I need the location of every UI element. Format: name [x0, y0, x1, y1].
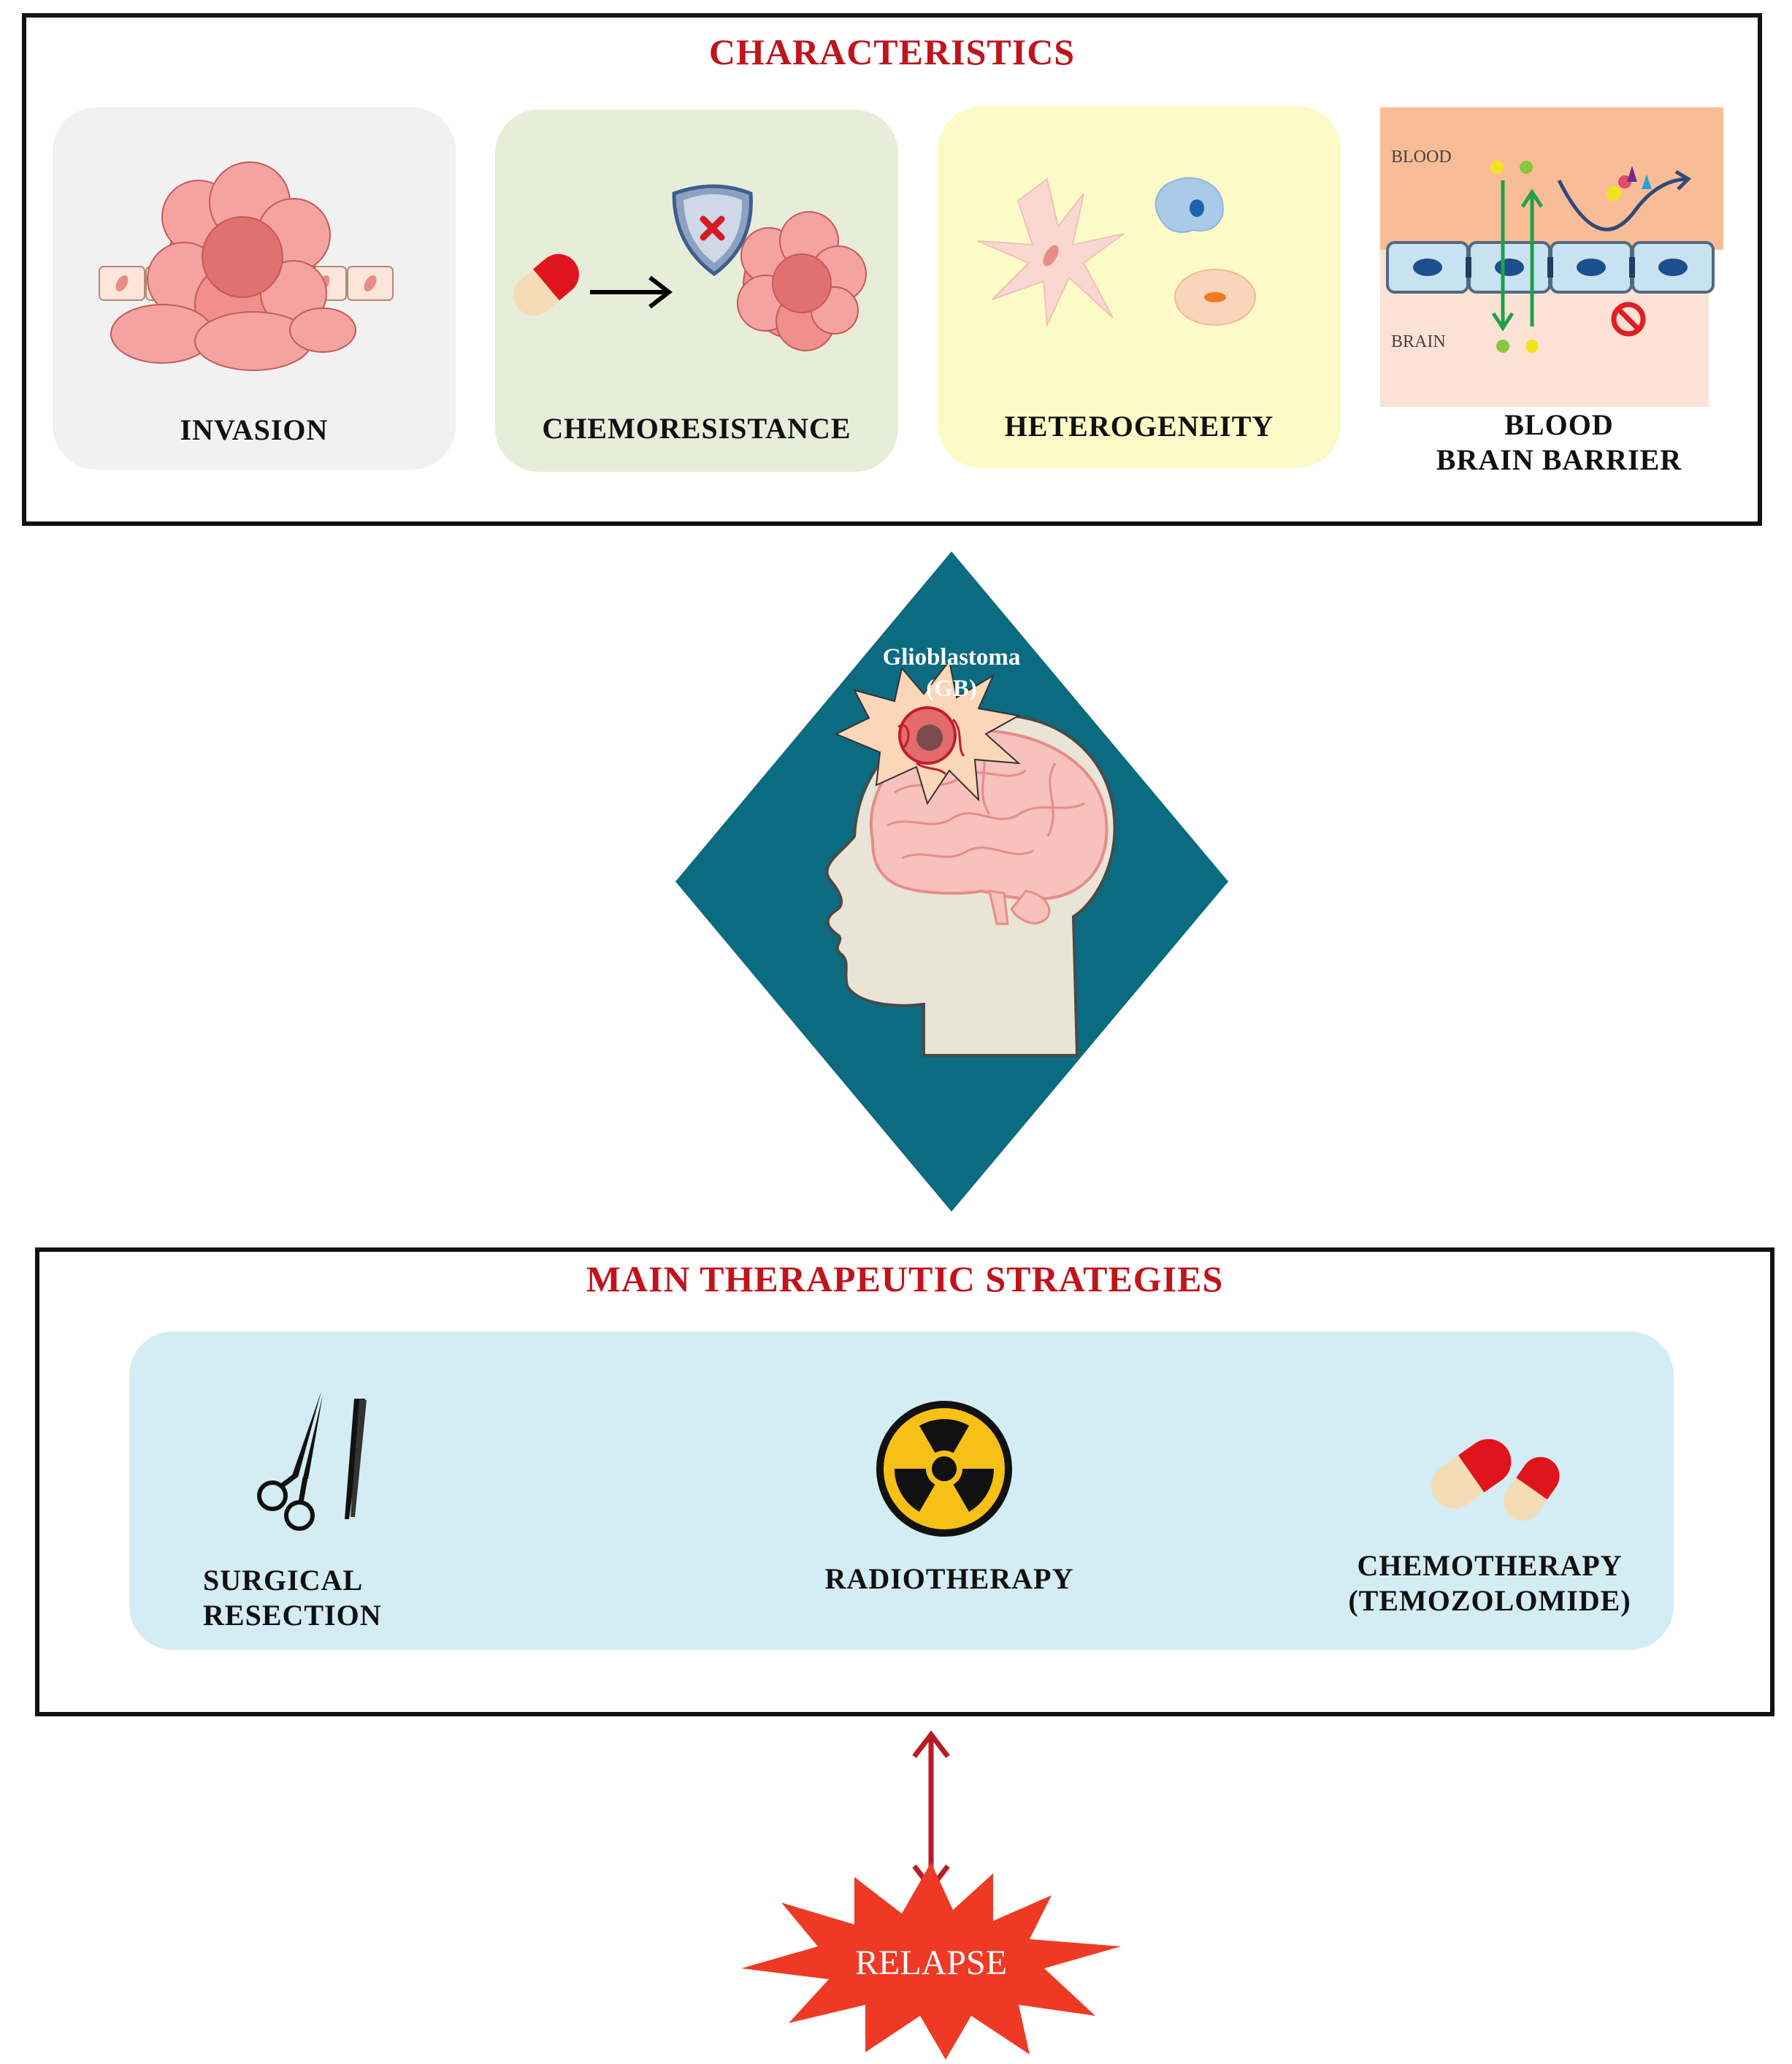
tumor-icon: [737, 211, 867, 351]
tweezers-icon: [345, 1399, 367, 1519]
blue-cell: [1155, 177, 1224, 233]
chemotherapy-label: CHEMOTHERAPY (TEMOZOLOMIDE): [1348, 1549, 1631, 1617]
glioblastoma-title: Glioblastoma: [883, 644, 1021, 670]
arrow-icon: [590, 275, 673, 309]
prohibited-icon: [1611, 302, 1646, 337]
radiation-icon: [876, 1401, 1012, 1537]
surgery-illustration: [257, 1391, 367, 1531]
radiotherapy-label: RADIOTHERAPY: [824, 1562, 1074, 1595]
tumor-mass: [110, 161, 356, 371]
scissors-icon: [257, 1391, 323, 1531]
chemoresistance-illustration: [513, 184, 867, 351]
pill-icon: [513, 253, 579, 316]
strategies-title: MAIN THERAPEUTIC STRATEGIES: [586, 1258, 1224, 1299]
relapse-label: RELAPSE: [855, 1943, 1007, 1982]
blood-label: BLOOD: [1391, 148, 1452, 167]
shield-icon: [672, 184, 753, 277]
glioblastoma-abbrev: (GB): [926, 676, 977, 702]
brain-label: BRAIN: [1391, 332, 1446, 351]
heterogeneity-illustration: [977, 177, 1256, 328]
transport-arrows: [1491, 180, 1544, 332]
invasion-illustration: [99, 161, 394, 371]
bbb-label: BLOOD BRAIN BARRIER: [1436, 408, 1682, 476]
glioblastoma-diamond: Glioblastoma (GB): [675, 551, 1228, 1212]
heterogeneity-label: HETEROGENEITY: [1004, 410, 1274, 443]
chemoresistance-label: CHEMORESISTANCE: [542, 412, 851, 445]
chemotherapy-pills-icon: [1431, 1439, 1560, 1521]
bbb-illustration: BLOOD BRAIN: [1380, 107, 1723, 407]
surgical-resection-label: SURGICAL RESECTION: [203, 1564, 382, 1632]
characteristics-title: CHARACTERISTICS: [708, 31, 1076, 72]
relapse-starburst: RELAPSE: [741, 1862, 1121, 2060]
invasion-label: INVASION: [180, 413, 329, 446]
